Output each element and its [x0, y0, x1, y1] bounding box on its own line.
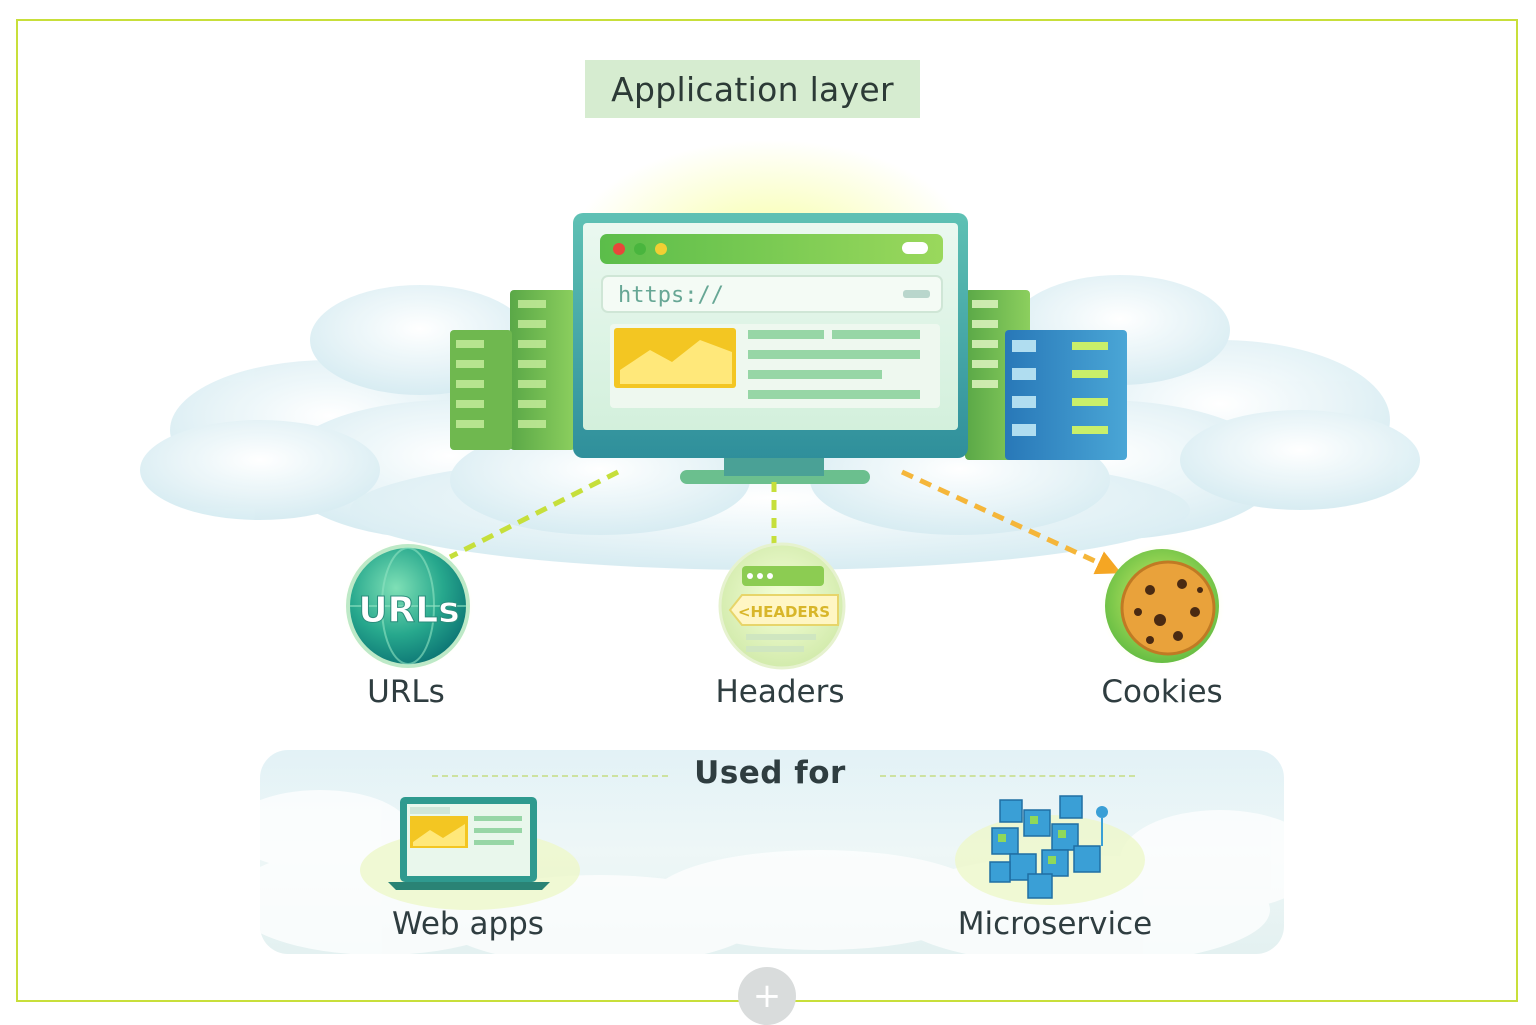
window-minimize-dot — [634, 243, 646, 255]
headers-badge-text: <HEADERS — [738, 603, 830, 621]
address-text: https:// — [618, 283, 724, 308]
headers-node: <HEADERS — [720, 544, 844, 668]
window-close-dot — [613, 243, 625, 255]
cookie-icon — [1122, 562, 1214, 654]
cubes-icon — [955, 796, 1145, 905]
web-apps-label: Web apps — [318, 906, 618, 942]
microservice-label: Microservice — [905, 906, 1205, 942]
urls-node: URLs — [343, 541, 473, 671]
browser-monitor: https:// — [573, 213, 968, 484]
window-maximize-dot — [655, 243, 667, 255]
urls-label: URLs — [276, 674, 536, 710]
add-button[interactable]: + — [738, 967, 796, 1025]
urls-badge-text: URLs — [358, 590, 459, 631]
page-title: Application layer — [585, 60, 920, 118]
used-for-title: Used for — [600, 755, 940, 791]
cookies-node — [1100, 544, 1224, 668]
plus-icon: + — [753, 979, 782, 1013]
cookies-label: Cookies — [1032, 674, 1292, 710]
browser-toolbar — [600, 234, 943, 264]
headers-label: Headers — [650, 674, 910, 710]
